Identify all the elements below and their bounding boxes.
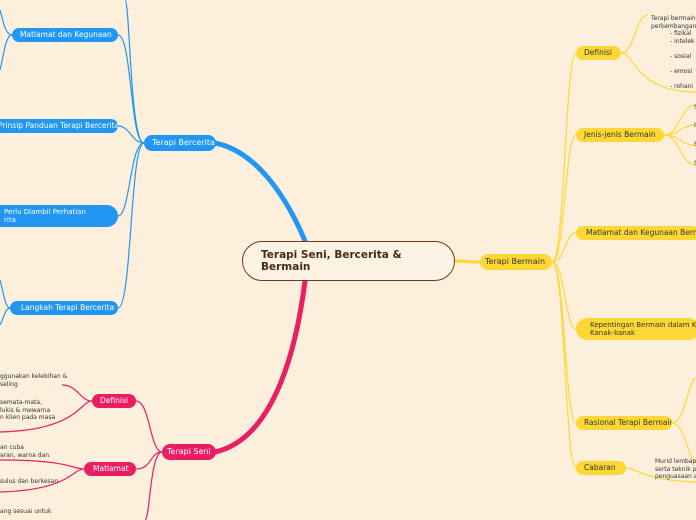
bermain-cabaran-text: Murid lembap serta teknik p penguasaan a (655, 458, 696, 480)
subtopic-matlamat-kegunaan-bercerita[interactable]: Matlamat dan Kegunaan (12, 28, 118, 42)
jenis-leaf-1: S (694, 104, 696, 111)
seni-text-1: ggunakan kelebihan & seling (0, 373, 68, 388)
jenis-leaf-4: S (694, 160, 696, 167)
subtopic-perlu-diambil-perhatian[interactable]: Perlu Diambil Perhatian rita (0, 205, 118, 227)
subtopic-langkah-terapi[interactable]: Langkah Terapi Bercerita (10, 301, 118, 315)
topic-terapi-bercerita[interactable]: Terapi Bercerita (144, 135, 216, 151)
subtopic-kepentingan-bermain[interactable]: Kepentingan Bermain dalam K Kanak-kanak (576, 318, 696, 340)
subtopic-definisi-bermain[interactable]: Definisi (576, 46, 621, 60)
central-topic-line2: Bermain (261, 261, 311, 273)
jenis-leaf-2: C (694, 122, 696, 130)
topic-terapi-seni[interactable]: Terapi Seni (162, 444, 216, 460)
subtopic-kepentingan-line1: Kepentingan Bermain dalam K (590, 321, 696, 329)
subtopic-perlu-line2: rita (4, 216, 16, 224)
subtopic-matlamat-seni[interactable]: Matlamat (84, 462, 136, 476)
subtopic-cabaran[interactable]: Cabaran (576, 461, 626, 475)
bermain-definisi-text: Terapi bermain perkembangan - fizikal - … (651, 15, 696, 90)
seni-text-3: an cuba aran, warna dan (0, 444, 50, 459)
seni-text-2: semata-mata, lukis & mewarna n klien pad… (0, 399, 56, 421)
subtopic-rasional-terapi-bermain[interactable]: Rasional Terapi Bermain (576, 416, 672, 430)
central-topic-line1: Terapi Seni, Bercerita & (261, 249, 402, 261)
subtopic-perlu-line1: Perlu Diambil Perhatian (4, 208, 86, 216)
jenis-leaf-3: S (694, 141, 696, 148)
subtopic-kepentingan-line2: Kanak-kanak (590, 329, 636, 337)
topic-terapi-bermain[interactable]: Terapi Bermain (480, 254, 552, 270)
subtopic-prinsip-panduan[interactable]: Prinsip Panduan Terapi Bercerita (0, 119, 118, 133)
subtopic-matlamat-kegunaan-bermain[interactable]: Matlamat dan Kegunaan Bermain (576, 226, 696, 240)
subtopic-definisi-seni[interactable]: Definisi (92, 394, 136, 408)
seni-text-5: ang sesuai untuk (0, 508, 52, 515)
subtopic-jenis-jenis-bermain[interactable]: Jenis-jenis Bermain (576, 128, 664, 142)
seni-text-4: sulus dan berkesan (0, 478, 59, 485)
central-topic[interactable]: Terapi Seni, Bercerita & Bermain (242, 241, 455, 281)
